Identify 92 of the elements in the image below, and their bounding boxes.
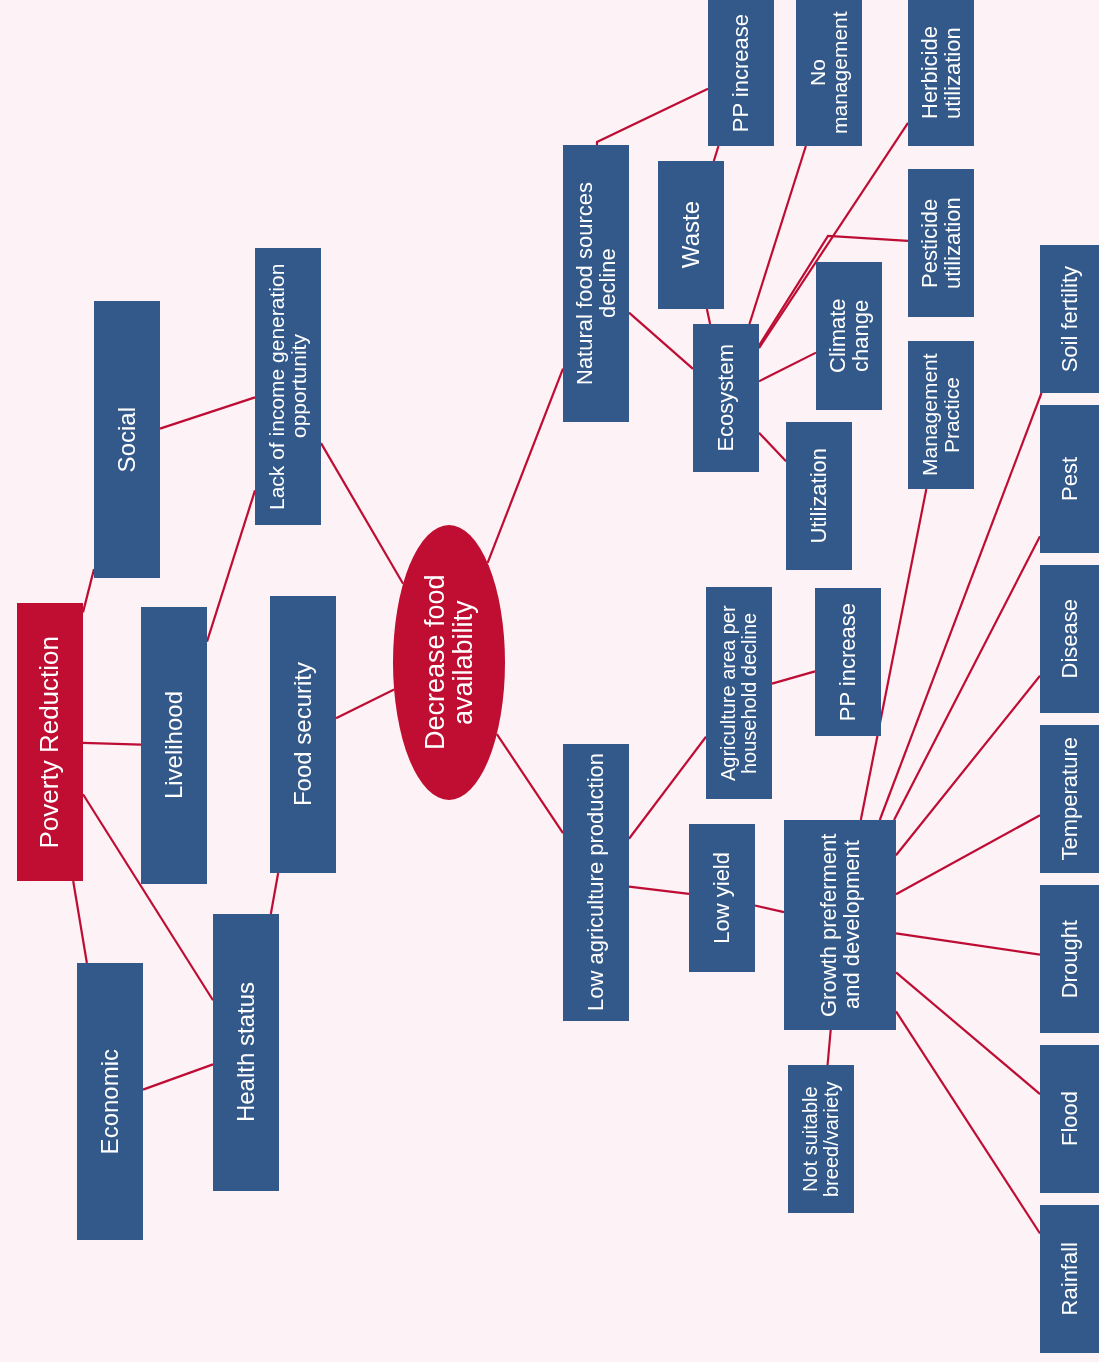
node-label: Low agriculture production — [584, 753, 608, 1012]
connector-line — [628, 736, 707, 840]
node-label: Drought — [1057, 919, 1082, 999]
node-label: Not suitable breed/variety — [800, 1080, 842, 1199]
node-label: Pest — [1057, 457, 1082, 501]
node-label: Rainfall — [1057, 1242, 1082, 1316]
node-label: Livelihood — [161, 691, 187, 800]
node-label: PP increase — [729, 13, 753, 133]
connector-line — [82, 741, 142, 746]
concept-box — [270, 596, 336, 873]
node-label: Herbicide utilization — [917, 25, 965, 122]
concept-box — [706, 587, 772, 799]
concept-box — [94, 301, 160, 578]
concept-box — [1040, 725, 1099, 873]
connector-line — [142, 1063, 214, 1091]
concept-box — [77, 963, 143, 1240]
concept-box — [815, 588, 881, 736]
node-label: Economic — [97, 1048, 123, 1155]
node-label: Pesticide utilization — [917, 196, 965, 291]
node-label: Waste — [678, 201, 704, 269]
connector-line — [335, 688, 395, 720]
connector-line — [758, 351, 817, 383]
connector-line — [826, 1029, 832, 1066]
node-label: Ecosystem — [714, 344, 738, 452]
concept-box — [1040, 1045, 1099, 1193]
concept-box — [796, 0, 862, 146]
connector-line — [628, 885, 690, 896]
concept-box — [788, 1065, 854, 1213]
connector-line — [628, 311, 694, 370]
connector-line — [748, 145, 807, 325]
connector-line — [878, 392, 1043, 821]
connector-line — [758, 432, 787, 462]
node-label: Temperature — [1057, 737, 1082, 861]
connector-line — [495, 733, 564, 834]
connector-line — [758, 122, 909, 349]
connector-line — [269, 872, 280, 915]
node-label: Disease — [1057, 599, 1082, 679]
concept-box — [213, 914, 279, 1191]
connector-line — [895, 932, 1041, 956]
concept-box — [786, 422, 852, 570]
node-label: Food security — [290, 662, 316, 807]
connector-line — [893, 535, 1041, 821]
connector-line — [895, 814, 1041, 896]
concept-box — [784, 820, 896, 1030]
concept-box — [1040, 565, 1099, 713]
node-label: PP increase — [836, 602, 860, 722]
connector-line — [72, 880, 88, 964]
connector-line — [895, 1010, 1041, 1235]
connector-line — [705, 308, 712, 325]
node-label: Low yield — [710, 852, 734, 944]
node-label: Health status — [233, 982, 259, 1123]
concept-box — [1040, 405, 1099, 553]
concept-box — [17, 603, 83, 881]
connector-line — [771, 670, 816, 685]
node-label: Lack of income generation opportunity — [265, 262, 311, 512]
node-label: No management — [806, 10, 852, 137]
connector-line — [320, 442, 405, 585]
node-label: Natural food sources decline — [572, 181, 620, 387]
node-label: Flood — [1057, 1091, 1082, 1147]
node-label: Management Practice — [918, 352, 964, 479]
concept-box — [908, 0, 974, 146]
node-label: Utilization — [807, 448, 831, 544]
connector-line — [82, 793, 214, 1001]
concept-box — [693, 324, 759, 472]
concept-box — [255, 248, 321, 525]
concept-box — [908, 169, 974, 317]
concept-box — [1040, 245, 1099, 393]
node-label: Agriculture area per household decline — [718, 604, 760, 783]
concept-box — [1040, 885, 1099, 1033]
concept-box — [908, 341, 974, 489]
concept-box — [708, 0, 774, 146]
concept-box — [141, 607, 207, 884]
concept-box — [1040, 1205, 1099, 1353]
connector-line — [712, 145, 720, 162]
connector-line — [895, 971, 1041, 1095]
concept-box — [689, 824, 755, 972]
node-label: Social — [114, 406, 140, 473]
concept-box — [658, 161, 724, 309]
concept-box — [563, 744, 629, 1021]
node-label: Climate change — [825, 297, 873, 376]
concept-box — [563, 145, 629, 422]
connector-line — [486, 368, 565, 564]
node-label: Growth preferment and development — [816, 832, 864, 1019]
node-label: Decrease food availability — [420, 573, 478, 753]
connector-line — [754, 904, 785, 914]
connector-line — [159, 396, 256, 430]
connector-line — [595, 87, 709, 145]
concept-box — [816, 262, 882, 410]
connector-line — [859, 488, 928, 821]
node-label: Poverty Reduction — [36, 635, 64, 849]
connector-line — [895, 675, 1041, 856]
node-label: Soil fertility — [1057, 265, 1082, 373]
